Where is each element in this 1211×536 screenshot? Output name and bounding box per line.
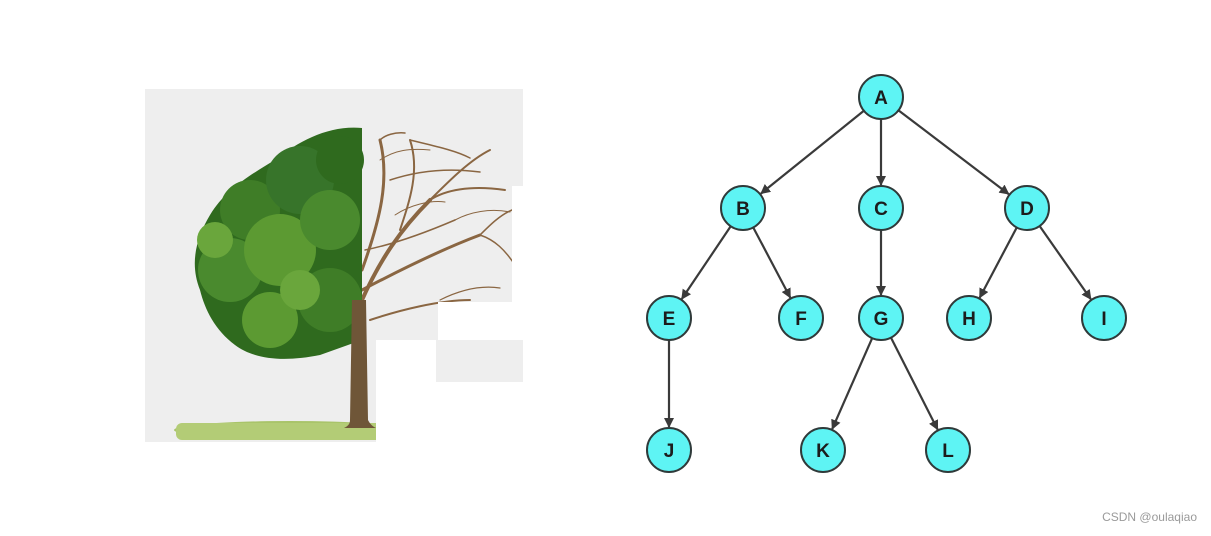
node-circle xyxy=(646,427,692,473)
node-j: J xyxy=(646,427,692,473)
node-circle xyxy=(800,427,846,473)
node-g: G xyxy=(858,295,904,341)
node-circle xyxy=(720,185,766,231)
node-label: K xyxy=(816,441,830,462)
node-label: H xyxy=(962,309,976,330)
node-f: F xyxy=(778,295,824,341)
node-label: G xyxy=(874,309,889,330)
node-label: B xyxy=(736,199,750,220)
node-circle xyxy=(946,295,992,341)
node-c: C xyxy=(858,185,904,231)
edges xyxy=(664,109,1092,431)
nodes: A B C D E F G H I J K L xyxy=(646,74,1127,473)
node-label: F xyxy=(795,309,807,330)
edge-b-f xyxy=(752,226,792,299)
node-label: I xyxy=(1101,309,1106,330)
overlay-patch xyxy=(438,302,542,340)
node-circle xyxy=(858,185,904,231)
node-circle xyxy=(1004,185,1050,231)
edge-d-h xyxy=(978,226,1018,299)
foliage xyxy=(194,127,364,359)
node-label: C xyxy=(874,199,888,220)
node-h: H xyxy=(946,295,992,341)
node-label: E xyxy=(663,309,676,330)
node-circle xyxy=(1081,295,1127,341)
node-circle xyxy=(858,74,904,120)
edge-a-d xyxy=(897,109,1010,195)
half-leafy-half-bare-tree-icon xyxy=(145,89,523,442)
node-d: D xyxy=(1004,185,1050,231)
edge-g-k xyxy=(831,337,874,430)
node-circle xyxy=(646,295,692,341)
node-label: L xyxy=(942,441,954,462)
node-a: A xyxy=(858,74,904,120)
node-circle xyxy=(925,427,971,473)
node-k: K xyxy=(800,427,846,473)
edge-d-i xyxy=(1038,225,1092,300)
node-circle xyxy=(858,295,904,341)
node-label: D xyxy=(1020,199,1034,220)
trunk xyxy=(344,300,376,428)
node-label: A xyxy=(874,88,888,109)
node-b: B xyxy=(720,185,766,231)
node-label: J xyxy=(664,441,675,462)
edge-b-e xyxy=(680,225,732,300)
watermark: CSDN @oulaqiao xyxy=(1102,510,1197,524)
node-e: E xyxy=(646,295,692,341)
bare-branches xyxy=(360,132,516,321)
overlay-patch xyxy=(402,382,542,443)
edge-g-l xyxy=(889,337,939,431)
node-l: L xyxy=(925,427,971,473)
overlay-patch xyxy=(512,186,542,302)
node-circle xyxy=(778,295,824,341)
node-i: I xyxy=(1081,295,1127,341)
edge-a-b xyxy=(760,109,865,195)
